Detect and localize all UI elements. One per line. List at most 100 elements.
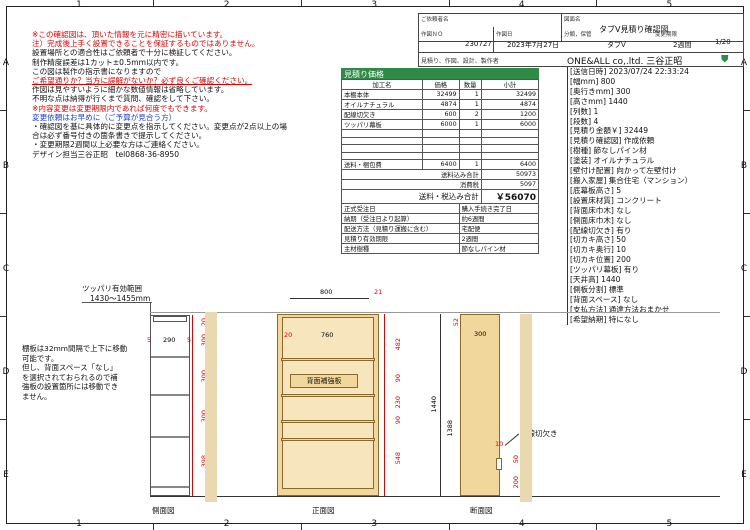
spec-line: [支払方法] 通達方法おまかせ — [567, 304, 722, 315]
estimate-cell: 4874 — [480, 99, 540, 110]
estimate-cell: オイルナチュラル — [341, 99, 423, 110]
estimate-heading: 見積り価格 — [341, 68, 539, 79]
spec-line: [奥行きmm] 300 — [567, 86, 722, 97]
estimate-cell: 32499 — [421, 89, 460, 100]
subtotal-label: 送料込み合計 — [341, 169, 482, 181]
estimate-cell: 1200 — [480, 109, 540, 120]
spec-line: [底幕板高さ] 5 — [567, 185, 722, 196]
shelf-note-line: ません。 — [22, 391, 52, 401]
row-label: D — [740, 367, 748, 377]
date-label: 作図日 — [496, 32, 513, 38]
shelf-note: 棚板は32mm間隔で上下に移動可能です。但し、背面スペース「なし」を選択されてお… — [22, 344, 127, 401]
estimate-row — [341, 129, 540, 138]
section-top-gap: 52 — [452, 318, 460, 327]
cut-position-dim: 200 — [512, 476, 520, 489]
drawing-name: タブV見積り確認図 — [599, 25, 669, 34]
spec-line: [ツッパリ幕板] 有り — [567, 265, 722, 276]
spec-line: [背面スペース] なし — [567, 294, 722, 305]
client-label: ご依頼者名 — [421, 17, 449, 23]
side-depth-dim: 290 — [163, 336, 176, 344]
reinforce-board-label: 背面補強板 — [290, 374, 358, 388]
row-label: C — [2, 264, 10, 274]
estimate-extra-label: 正式受注日 — [341, 203, 460, 215]
spec-line: [天井高] 1440 — [567, 275, 722, 285]
front-width-dim: 800 — [320, 288, 333, 296]
note-line: ・確認図を基に具体的に変更点を指示してください。変更点が2点以上の場 — [32, 122, 287, 132]
front-side-thk: 20 — [284, 331, 293, 339]
front-gap-5: 548 — [394, 452, 402, 465]
estimate-cell — [421, 129, 460, 138]
spec-line: [幅mm] 800 — [567, 76, 722, 87]
spec-line: [高さmm] 1440 — [567, 96, 722, 107]
section-depth-dim: 300 — [474, 330, 487, 338]
estimate-cell: 1 — [458, 119, 482, 130]
tsuppari-label: ツッパリ有効範囲 — [82, 284, 142, 293]
company-name: ONE&ALL co,.ltd. 三谷正昭 — [567, 57, 683, 67]
shelf-note-line: 可能です。 — [22, 353, 59, 363]
estimate-cell — [480, 136, 540, 146]
footer-text: 見積り、作図、設計、製作者 — [421, 58, 499, 65]
row-label: E — [3, 470, 9, 480]
subtotal-value: 50973 — [480, 169, 540, 181]
estimate-extra-label: 配送方法（見積り運搬に含む） — [341, 223, 460, 235]
note-line: デザイン担当三谷正昭 tel0868-36-8950 — [32, 149, 180, 159]
note-line: ※内容変更は変更期限内であれば何度でもできます。 — [32, 103, 212, 113]
shelf-note-line: 但し、背面スペース「なし」 — [22, 363, 118, 372]
estimate-cell — [458, 151, 482, 161]
section-view-label: 断面図 — [470, 506, 493, 515]
estimate-cell: 1 — [458, 89, 482, 100]
estimate-cell: 送料・梱包費 — [341, 159, 423, 171]
estimate-cell: 本棚本体 — [341, 89, 423, 100]
column-label: 4 — [518, 519, 525, 529]
cut-height-dim: 50 — [512, 455, 520, 464]
column-label: 1 — [76, 519, 82, 529]
estimate-cell — [480, 144, 540, 153]
cut-depth-dim: 10 — [495, 440, 504, 448]
front-top-dim: 21 — [374, 288, 383, 296]
front-view — [277, 314, 379, 496]
spec-line: [列数] 1 — [567, 106, 722, 117]
deadline: 2週間 — [673, 41, 692, 49]
spec-line: [切カキ奥行] 10 — [567, 245, 722, 256]
spec-line: [切カキ高さ] 50 — [567, 235, 722, 246]
spec-line: [送信日時] 2023/07/24 22:33:24 — [567, 67, 722, 77]
estimate-row — [341, 136, 540, 146]
side-view-label: 側面図 — [152, 506, 175, 515]
shelf-note-line: を選択されておられるので補 — [22, 372, 118, 382]
estimate-cell — [458, 144, 482, 153]
estimate-cell — [341, 144, 423, 153]
spec-line: [側板分割] 標準 — [567, 284, 722, 295]
estimate-extra-value: 約6週間 — [458, 213, 540, 225]
drawing-name-label: 図面名 — [564, 17, 581, 23]
section-inner-height: 1388 — [446, 420, 454, 437]
tax-value: 5097 — [480, 179, 540, 191]
section-total-height: 1440 — [430, 396, 438, 413]
scale: 1/20 — [715, 38, 731, 46]
note-line: 合は必ず番号付きの箇条書きで提示してください。 — [32, 131, 207, 141]
estimate-cell: 1 — [458, 159, 482, 171]
column-label: 5 — [666, 519, 673, 529]
column-label: 1 — [76, 0, 82, 10]
total-value: ￥56070 — [480, 189, 540, 205]
row-label: B — [2, 161, 10, 171]
front-gap-4: 90 — [394, 416, 402, 425]
deadline-label: 変更期限 — [655, 32, 678, 38]
row-label: E — [741, 470, 747, 480]
estimate-cell — [341, 151, 423, 161]
note-line: ・変更期限2週間以上必要な方はご連絡ください。 — [32, 140, 204, 150]
estimate-cell — [458, 136, 482, 146]
note-line: 変更依頼はお早めに（ご予算が見合う方） — [32, 112, 177, 122]
front-gap-2: 90 — [394, 374, 402, 383]
estimate-cell: 2 — [458, 109, 482, 120]
row-label: A — [2, 58, 10, 68]
spec-line: [搬入家屋] 集合住宅（マンション） — [567, 175, 722, 186]
estimate-cell: 1 — [458, 99, 482, 110]
estimate-cell: 6400 — [480, 159, 540, 171]
drawing-frame — [6, 6, 744, 524]
shelf-note-line: 強板の設置箇所には移動でき — [22, 382, 119, 391]
column-label: 5 — [666, 0, 673, 10]
